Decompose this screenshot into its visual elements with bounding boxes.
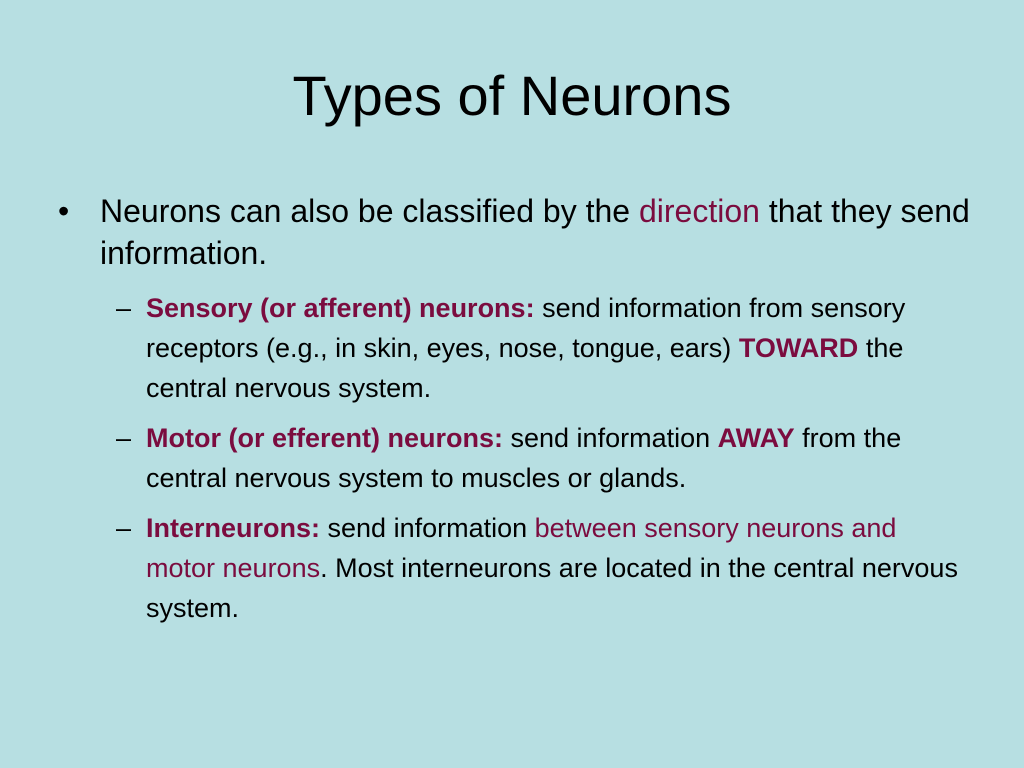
sensory-emphasis: TOWARD <box>738 333 859 363</box>
sensory-text-2: the central nervous system. <box>146 333 904 403</box>
interneurons-text-1: send information <box>320 513 535 543</box>
bullet-icon: • <box>58 193 70 229</box>
dash-icon: – <box>116 513 132 543</box>
main-bullet: • Neurons can also be classified by the … <box>58 190 978 274</box>
sensory-text-1: send information from sensory receptors … <box>146 293 906 363</box>
dash-icon: – <box>116 293 132 323</box>
main-bullet-text-after: that they send information. <box>100 193 970 271</box>
sub-bullet-interneurons: – Interneurons: send information between… <box>100 508 966 628</box>
motor-text-1: send information <box>503 423 718 453</box>
dash-icon: – <box>116 423 132 453</box>
motor-emphasis: AWAY <box>717 423 795 453</box>
main-bullet-highlight: direction <box>638 193 760 229</box>
motor-heading: Motor (or efferent) neurons: <box>146 423 503 453</box>
sub-bullet-sensory: – Sensory (or afferent) neurons: send in… <box>100 288 966 408</box>
interneurons-text-2: . Most interneurons are located in the c… <box>146 553 958 623</box>
sensory-heading: Sensory (or afferent) neurons: <box>146 293 535 323</box>
interneurons-heading: Interneurons: <box>146 513 321 543</box>
motor-text-2: from the central nervous system to muscl… <box>146 423 902 493</box>
sub-bullet-motor: – Motor (or efferent) neurons: send info… <box>100 418 966 498</box>
interneurons-highlight: between sensory neurons and motor neuron… <box>146 513 897 583</box>
main-bullet-text-before: Neurons can also be classified by the <box>100 193 639 229</box>
sub-bullet-list: – Sensory (or afferent) neurons: send in… <box>100 288 978 628</box>
slide-body: • Neurons can also be classified by the … <box>58 190 978 638</box>
slide-title: Types of Neurons <box>292 64 732 127</box>
